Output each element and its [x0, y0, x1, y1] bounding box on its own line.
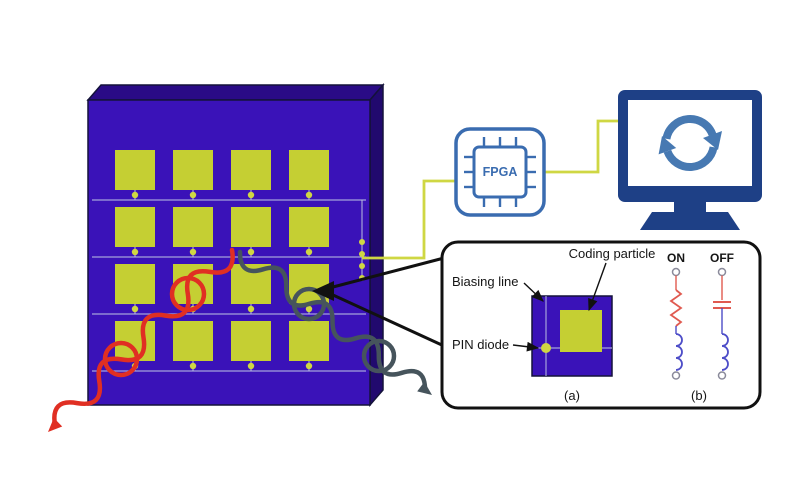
- coding-particle-arrow: [588, 262, 607, 312]
- pin-diode-arrow: [512, 341, 540, 352]
- coding-particle: [289, 207, 329, 247]
- on-bottom-terminal: [671, 371, 681, 380]
- coding-particle-array: [115, 150, 329, 361]
- monitor-screen: [628, 100, 752, 186]
- on-inductor-symbol: [675, 333, 683, 371]
- biasing-line-arrow: [523, 282, 544, 302]
- coding-particle: [173, 321, 213, 361]
- coding-particle-label: Coding particle: [569, 246, 656, 261]
- off-inductor-symbol: [721, 333, 729, 371]
- biasing-line-label: Biasing line: [452, 274, 519, 289]
- panel-top-face: [86, 84, 385, 101]
- resistor-symbol: [669, 289, 683, 327]
- fpga-label: FPGA: [483, 165, 518, 179]
- callout-arrowhead: [312, 281, 334, 301]
- metasurface-panel: [86, 82, 385, 408]
- callout-box: Coding particle Biasing line PIN diode (…: [440, 240, 762, 410]
- monitor-neck: [674, 202, 706, 213]
- subfigure-b-label: (b): [691, 388, 707, 403]
- on-top-terminal: [671, 267, 681, 277]
- coding-particle: [231, 150, 271, 190]
- pin-diode-dots: [131, 190, 313, 371]
- off-bottom-terminal: [717, 371, 727, 380]
- unit-cell-pin-diode: [541, 343, 551, 353]
- fpga-icon: FPGA: [454, 127, 546, 217]
- incident-wave: [48, 247, 235, 432]
- off-state-circuit: OFF: [710, 251, 734, 380]
- panel-to-fpga-wire: [362, 179, 456, 260]
- coding-particle: [289, 150, 329, 190]
- callout-connector: [312, 256, 445, 348]
- monitor-stand: [640, 212, 740, 230]
- coding-particle: [115, 264, 155, 304]
- refresh-icon: [658, 115, 722, 171]
- unit-cell-zoom: [531, 295, 613, 377]
- unit-cell-coding-particle: [560, 310, 602, 352]
- fpga-chip-pins: [464, 137, 536, 207]
- subfigure-a-label: (a): [564, 388, 580, 403]
- off-label: OFF: [710, 251, 734, 265]
- coding-particle: [173, 150, 213, 190]
- monitor-icon: [618, 90, 762, 230]
- off-top-terminal: [717, 267, 727, 277]
- on-state-circuit: ON: [667, 251, 685, 380]
- coding-particle: [289, 321, 329, 361]
- coding-particle: [115, 150, 155, 190]
- coding-particle: [231, 207, 271, 247]
- pin-diode-label: PIN diode: [452, 337, 509, 352]
- coding-particle: [173, 207, 213, 247]
- coding-particle: [231, 321, 271, 361]
- coding-particle: [115, 207, 155, 247]
- fpga-to-monitor-wire: [544, 119, 620, 174]
- incident-wave-arrowhead: [48, 417, 63, 432]
- reflected-wave: [237, 249, 432, 395]
- reflected-wave-arrowhead: [417, 381, 432, 395]
- on-label: ON: [667, 251, 685, 265]
